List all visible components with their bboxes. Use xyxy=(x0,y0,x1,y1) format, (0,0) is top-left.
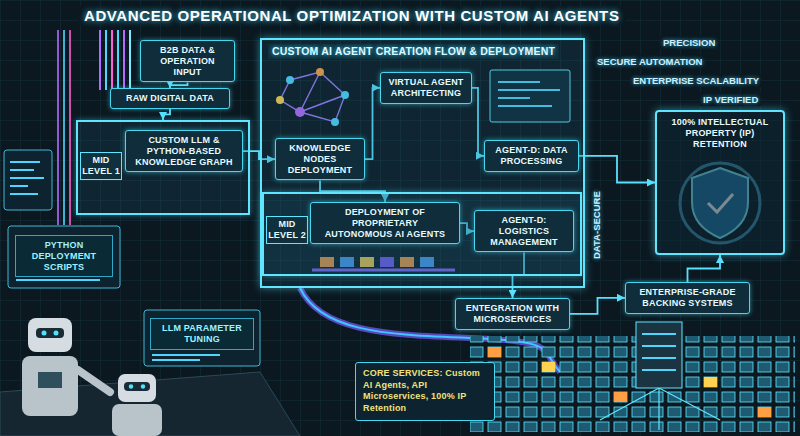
robot-head xyxy=(118,374,156,402)
process-box: KNOWLEDGE NODES DEPLOYMENT xyxy=(275,138,365,180)
cube xyxy=(614,392,627,402)
robot-body xyxy=(112,404,162,436)
box-text: ENTERPRISE-GRADE BACKING SYSTEMS xyxy=(632,287,743,309)
box-text: VIRTUAL AGENT ARCHITECTING xyxy=(387,77,465,99)
stream-line xyxy=(111,30,113,90)
stream-line xyxy=(99,30,101,90)
process-box: ENTEGRATION WITH MICROSERVICES xyxy=(455,298,570,330)
box-text: ENTEGRATION WITH MICROSERVICES xyxy=(462,303,563,325)
input-box: B2B DATA & OPERATION INPUT xyxy=(140,40,235,82)
feature-label: SECURE AUTOMATION xyxy=(594,55,705,68)
cube-field xyxy=(470,336,795,432)
box-text: CUSTOM LLM & PYTHON-BASED KNOWLEDGE GRAP… xyxy=(132,135,236,167)
robot-visor xyxy=(124,382,150,391)
box-text: B2B DATA & OPERATION INPUT xyxy=(147,45,228,77)
feature-label: PRECISION xyxy=(660,36,718,49)
feature-label: IP VERIFIED xyxy=(700,93,761,106)
robot xyxy=(112,374,162,436)
process-box: ENTERPRISE-GRADE BACKING SYSTEMS xyxy=(625,282,750,314)
box-text: KNOWLEDGE NODES DEPLOYMENT xyxy=(282,143,358,175)
stream-line xyxy=(123,30,125,90)
level-label: MID LEVEL 1 xyxy=(80,152,122,180)
robot-chest xyxy=(38,372,62,388)
robot-head xyxy=(28,318,72,352)
data-box: RAW DIGITAL DATA xyxy=(110,88,230,109)
cube xyxy=(704,377,717,387)
process-box: CUSTOM LLM & PYTHON-BASED KNOWLEDGE GRAP… xyxy=(125,130,243,172)
vault-box: 100% INTELLECTUAL PROPERTY (IP) RETENTIO… xyxy=(655,110,785,255)
stream-line xyxy=(63,30,65,225)
flow-arrow xyxy=(579,156,655,183)
monitor xyxy=(4,150,52,210)
stream-line xyxy=(117,30,119,90)
box-text: AGENT-D: DATA PROCESSING xyxy=(491,145,572,167)
box-text: RAW DIGITAL DATA xyxy=(117,93,223,104)
server-slots xyxy=(642,334,676,370)
stream-line xyxy=(105,30,107,90)
box-text: AGENT-D: LOGISTICS MANAGEMENT xyxy=(481,215,567,247)
box-text: CORE SERVICES: Custom AI Agents, API Mic… xyxy=(363,368,487,415)
feature-label: DATA-SECURE xyxy=(590,188,603,262)
stream-line xyxy=(129,30,131,90)
monitor xyxy=(144,310,260,366)
level-panel: MID LEVEL 1 CUSTOM LLM & PYTHON-BASED KNO… xyxy=(76,120,250,215)
note-box: CORE SERVICES: Custom AI Agents, API Mic… xyxy=(355,362,495,421)
stream-line xyxy=(69,30,71,225)
process-box: DEPLOYMENT OF PROPRIETARY AUTONOMOUS AI … xyxy=(310,202,460,244)
robot-eye xyxy=(141,384,145,388)
side-monitor xyxy=(4,150,52,210)
feature-label: ENTERPRISE SCALABILITY xyxy=(630,74,762,87)
box-text: PYTHON DEPLOYMENT SCRIPTS xyxy=(21,240,107,272)
server-tower xyxy=(600,322,720,430)
network-lines xyxy=(600,388,720,430)
flow-arrow xyxy=(163,109,170,120)
robot-eye xyxy=(42,331,47,336)
box-text: DEPLOYMENT OF PROPRIETARY AUTONOMOUS AI … xyxy=(317,207,453,239)
robot-body xyxy=(22,356,78,416)
agent-box: AGENT-D: DATA PROCESSING xyxy=(484,140,579,172)
robot-visor xyxy=(36,328,64,338)
code-lines xyxy=(152,355,220,360)
monitor xyxy=(8,226,120,288)
flow-panel: CUSTOM AI AGENT CREATION FLOW & DEPLOYME… xyxy=(260,38,585,288)
tuning-monitor xyxy=(144,310,260,366)
flow-arrow xyxy=(570,298,625,314)
level-label: MID LEVEL 2 xyxy=(266,216,308,244)
server xyxy=(636,322,682,388)
stream-line xyxy=(57,30,59,225)
cube xyxy=(758,407,771,417)
agent-box: AGENT-D: LOGISTICS MANAGEMENT xyxy=(474,210,574,252)
screen-label: PYTHON DEPLOYMENT SCRIPTS xyxy=(15,235,113,277)
diagram-title: ADVANCED OPERATIONAL OPTIMIZATION WITH C… xyxy=(78,6,626,25)
box-text: 100% INTELLECTUAL PROPERTY (IP) RETENTIO… xyxy=(663,117,777,149)
code-monitor xyxy=(8,226,120,288)
robot-arm xyxy=(78,370,110,392)
code-lines xyxy=(10,162,44,194)
box-text: LLM PARAMETER TUNING xyxy=(156,323,248,345)
cube xyxy=(542,362,555,372)
microservice-grid xyxy=(470,336,795,432)
robot-eye xyxy=(54,331,59,336)
flow-arrow xyxy=(688,255,721,282)
level-panel: MID LEVEL 2 DEPLOYMENT OF PROPRIETARY AUT… xyxy=(262,192,582,276)
screen-label: LLM PARAMETER TUNING xyxy=(150,318,254,350)
cube xyxy=(488,347,501,357)
robot-eye xyxy=(129,384,133,388)
process-box: VIRTUAL AGENT ARCHITECTING xyxy=(380,72,472,104)
panel-title: CUSTOM AI AGENT CREATION FLOW & DEPLOYME… xyxy=(268,44,559,59)
robot xyxy=(22,318,110,416)
